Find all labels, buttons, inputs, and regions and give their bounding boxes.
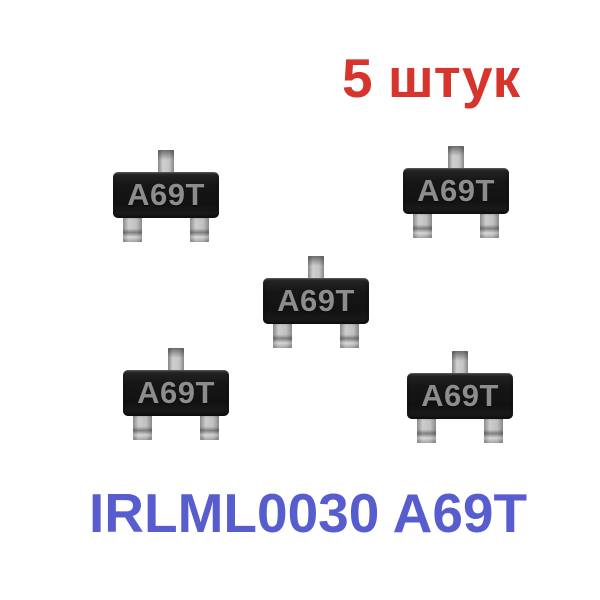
chip-lead-bottom-right [190, 214, 209, 242]
chip-lead-top [452, 351, 468, 377]
chip-body: A69T [263, 278, 369, 324]
transistor-chip: A69T [123, 348, 229, 440]
transistor-chip: A69T [113, 150, 219, 242]
chip-marking: A69T [417, 172, 495, 208]
quantity-label: 5 штук [342, 47, 521, 109]
chip-body: A69T [407, 373, 513, 419]
chip-lead-top [168, 348, 184, 374]
chip-marking: A69T [421, 377, 499, 413]
chip-lead-bottom-left [273, 320, 292, 348]
chip-lead-bottom-right [200, 412, 219, 440]
transistor-chip: A69T [263, 256, 369, 348]
transistor-chip: A69T [403, 146, 509, 238]
transistor-chip: A69T [407, 351, 513, 443]
chip-marking: A69T [137, 374, 215, 410]
chip-lead-bottom-left [123, 214, 142, 242]
chip-body: A69T [113, 172, 219, 218]
chip-body: A69T [403, 168, 509, 214]
chip-lead-bottom-right [484, 415, 503, 443]
chip-lead-bottom-left [413, 210, 432, 238]
chip-lead-bottom-left [417, 415, 436, 443]
chip-marking: A69T [277, 282, 355, 318]
chip-lead-top [308, 256, 324, 282]
chip-marking: A69T [127, 176, 205, 212]
chip-lead-top [448, 146, 464, 172]
chip-lead-bottom-left [133, 412, 152, 440]
chip-lead-bottom-right [340, 320, 359, 348]
product-title: IRLML0030 A69T [89, 482, 528, 544]
chip-lead-top [158, 150, 174, 176]
chip-lead-bottom-right [480, 210, 499, 238]
chip-body: A69T [123, 370, 229, 416]
